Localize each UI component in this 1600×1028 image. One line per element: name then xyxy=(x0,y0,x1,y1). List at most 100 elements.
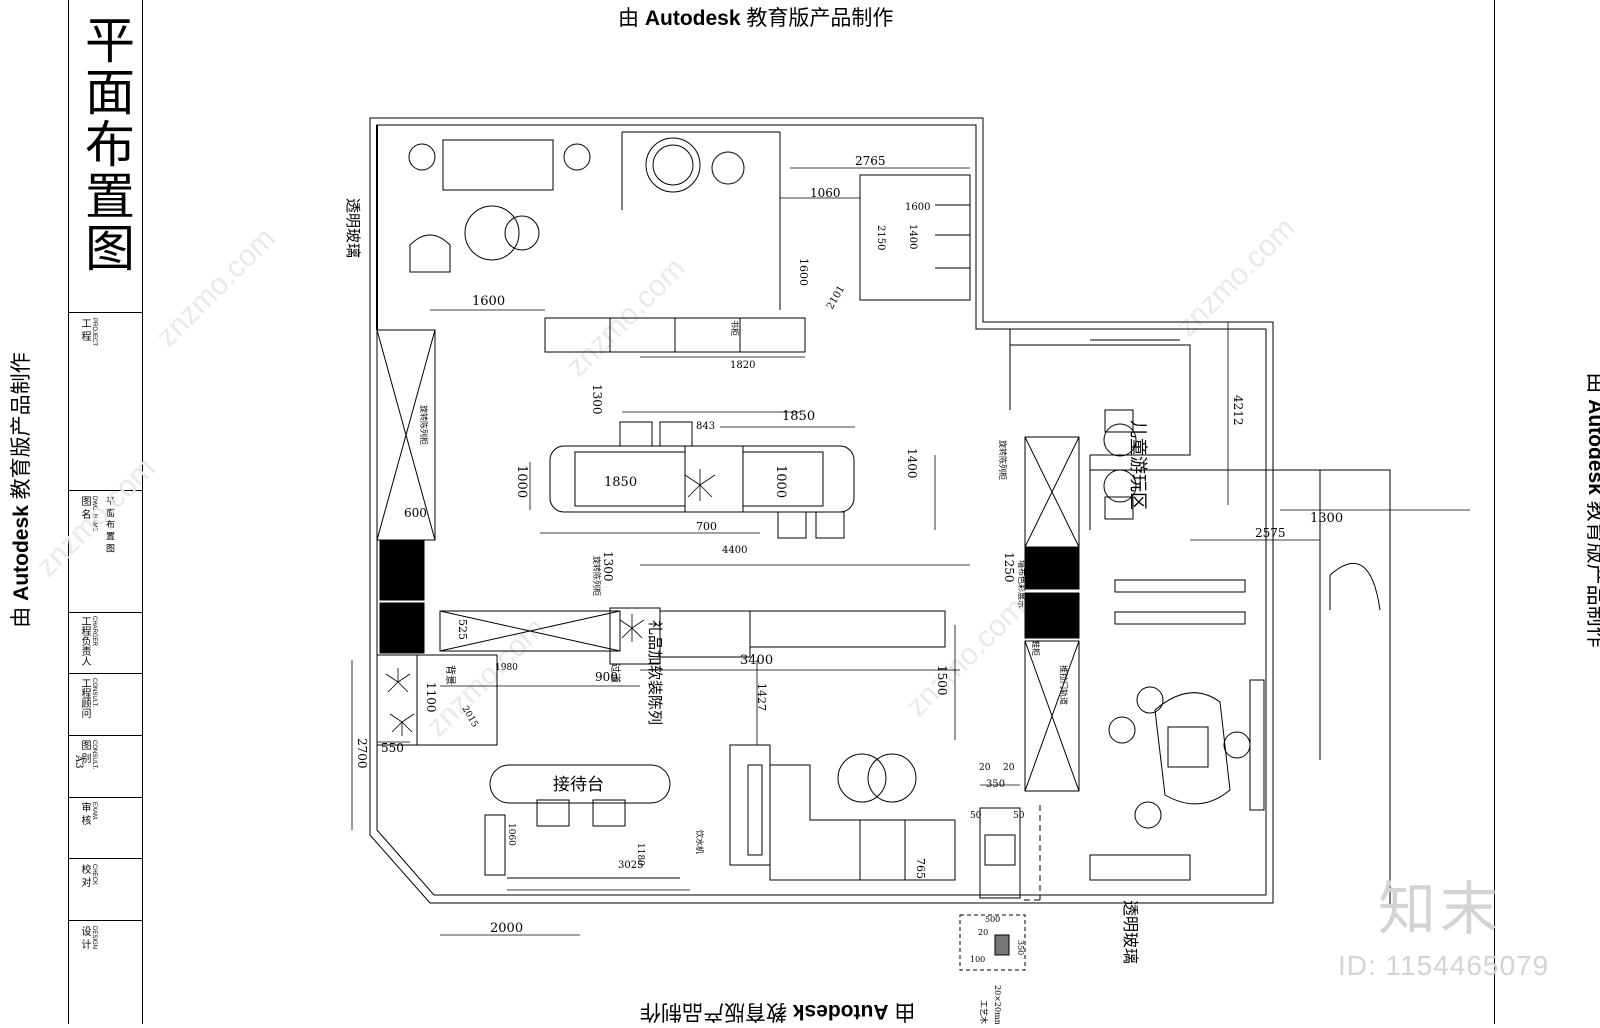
tb-divider xyxy=(69,735,142,736)
tb-divider xyxy=(69,490,142,491)
tb-exam-label: 审 核 xyxy=(79,802,90,826)
dim: 3400 xyxy=(740,653,773,668)
tb-check-en: CHECK xyxy=(91,864,97,886)
dim: 1850 xyxy=(782,409,815,424)
label-gift-display: 礼品加软装陈列 xyxy=(646,620,664,725)
inner-wall xyxy=(376,124,1267,896)
dim: 1250 xyxy=(1002,552,1016,583)
tb-drawing-name-en: DWG. NAME xyxy=(91,496,97,532)
dim: 2765 xyxy=(855,154,886,168)
title-block: 平面布置图 工 程 PROJECT 图 名 DWG. NAME 平 面 布 置 … xyxy=(68,0,143,1024)
label-rack: 背景 xyxy=(444,665,457,685)
dim: 1600 xyxy=(905,202,930,213)
dim: 1400 xyxy=(907,224,918,249)
tb-no-label: 图 别 xyxy=(79,740,90,764)
dim: 100 xyxy=(970,955,985,964)
autodesk-stamp-top: 由 Autodesk 教育版产品制作 xyxy=(618,7,894,30)
dim: 1600 xyxy=(797,258,810,286)
label-kids-area: 儿童游玩区 xyxy=(1127,420,1148,510)
dim: 20×20mm xyxy=(993,985,1002,1024)
dim: 600 xyxy=(404,506,427,520)
outer-wall xyxy=(369,117,1274,904)
tb-consult-label: 工程顾问 xyxy=(79,678,90,718)
dim: 350 xyxy=(1016,940,1025,955)
dim: 2150 xyxy=(875,225,886,250)
tb-exam-en: EXAM. xyxy=(91,802,97,821)
dim: 900 xyxy=(595,670,618,684)
dim: 1400 xyxy=(905,448,919,479)
dim: 2575 xyxy=(1255,526,1286,540)
dim: 1300 xyxy=(601,551,615,582)
label-aisle: 过道 xyxy=(609,663,622,683)
tb-project-en: PROJECT xyxy=(91,318,97,347)
label-glass-bottom: 透明玻璃 xyxy=(1121,900,1140,964)
tb-divider xyxy=(69,797,142,798)
dim: 1600 xyxy=(472,294,505,309)
drawing-title: 平面布置图 xyxy=(77,14,135,274)
dim: 50 xyxy=(970,811,982,821)
tb-project-label: 工 程 xyxy=(79,318,90,342)
tb-design-label: 设 计 xyxy=(79,926,90,950)
tb-no-en: CONSULT. xyxy=(91,740,97,770)
dim: 1000 xyxy=(773,465,788,498)
label-sliding: 推拉门轨道 xyxy=(1059,665,1069,705)
label-glass-left: 透明玻璃 xyxy=(344,198,362,258)
dim: 3025 xyxy=(618,860,643,871)
dim: 1850 xyxy=(604,475,637,490)
dim: 1427 xyxy=(755,683,768,711)
tb-drawing-name-label: 图 名 xyxy=(79,496,90,520)
label-display-1: 旋转陈列柜 xyxy=(419,405,429,445)
brand-logo-id: ID: 1154465079 xyxy=(1338,950,1550,981)
dim: 1060 xyxy=(810,186,841,200)
dim: 20 xyxy=(978,928,988,937)
label-bamboo: 工艺木条 xyxy=(979,1000,989,1024)
dim: 20 xyxy=(979,763,991,773)
label-water: 饮水机 xyxy=(695,830,705,854)
dim: 2700 xyxy=(355,738,369,769)
dim: 1100 xyxy=(424,682,438,713)
tb-design-en: DESIGN xyxy=(91,926,97,950)
dim: 1300 xyxy=(1310,511,1343,526)
dim: 700 xyxy=(696,520,717,533)
dim: 2015 xyxy=(459,705,479,730)
label-reception: 接待台 xyxy=(553,775,604,795)
dim: 843 xyxy=(696,421,715,432)
dim: 1820 xyxy=(730,360,755,371)
tb-divider xyxy=(69,858,142,859)
frame-border-right xyxy=(1494,0,1495,1024)
tb-divider xyxy=(69,612,142,613)
dim: 2000 xyxy=(490,921,523,936)
tb-divider xyxy=(69,920,142,921)
dim: 20 xyxy=(1003,763,1015,773)
tb-divider xyxy=(69,673,142,674)
label-display-3: 旋转陈列柜 xyxy=(998,440,1008,480)
dim: 2101 xyxy=(825,284,847,312)
label-shoe-cabinet: 鞋柜 xyxy=(1031,640,1041,656)
label-fabric-display: 墙布色彩展示 xyxy=(1017,560,1027,608)
dim: 350 xyxy=(986,779,1005,790)
tb-consult-en: CONSULT. xyxy=(91,678,97,708)
dim: 550 xyxy=(381,741,404,755)
dim: 1180 xyxy=(635,843,645,866)
tb-divider xyxy=(69,312,142,313)
dim: 1980 xyxy=(495,663,518,673)
dim: 4212 xyxy=(1231,395,1245,426)
dim: 765 xyxy=(914,858,927,879)
tb-check-label: 校 对 xyxy=(79,864,90,888)
brand-logo-text: 知末 xyxy=(1378,875,1503,943)
dim: 500 xyxy=(985,915,1000,924)
dim: 4400 xyxy=(722,545,747,556)
dim: 1000 xyxy=(514,465,529,498)
dim: 1060 xyxy=(506,823,516,846)
tb-charger-label: 工程负责人 xyxy=(79,616,90,666)
dim: 1500 xyxy=(935,665,949,696)
tb-drawing-name-value: 平 面 布 置 图 xyxy=(104,496,114,553)
tb-charger-en: CHARGER xyxy=(91,616,97,647)
plants xyxy=(385,469,716,736)
tb-sheet-size: A3 xyxy=(73,755,84,769)
dim: 50 xyxy=(1013,811,1025,821)
label-shelf-top: 书柜 xyxy=(730,320,740,336)
dim: 1300 xyxy=(590,384,604,415)
label-display-2: 旋转陈列柜 xyxy=(592,556,602,596)
